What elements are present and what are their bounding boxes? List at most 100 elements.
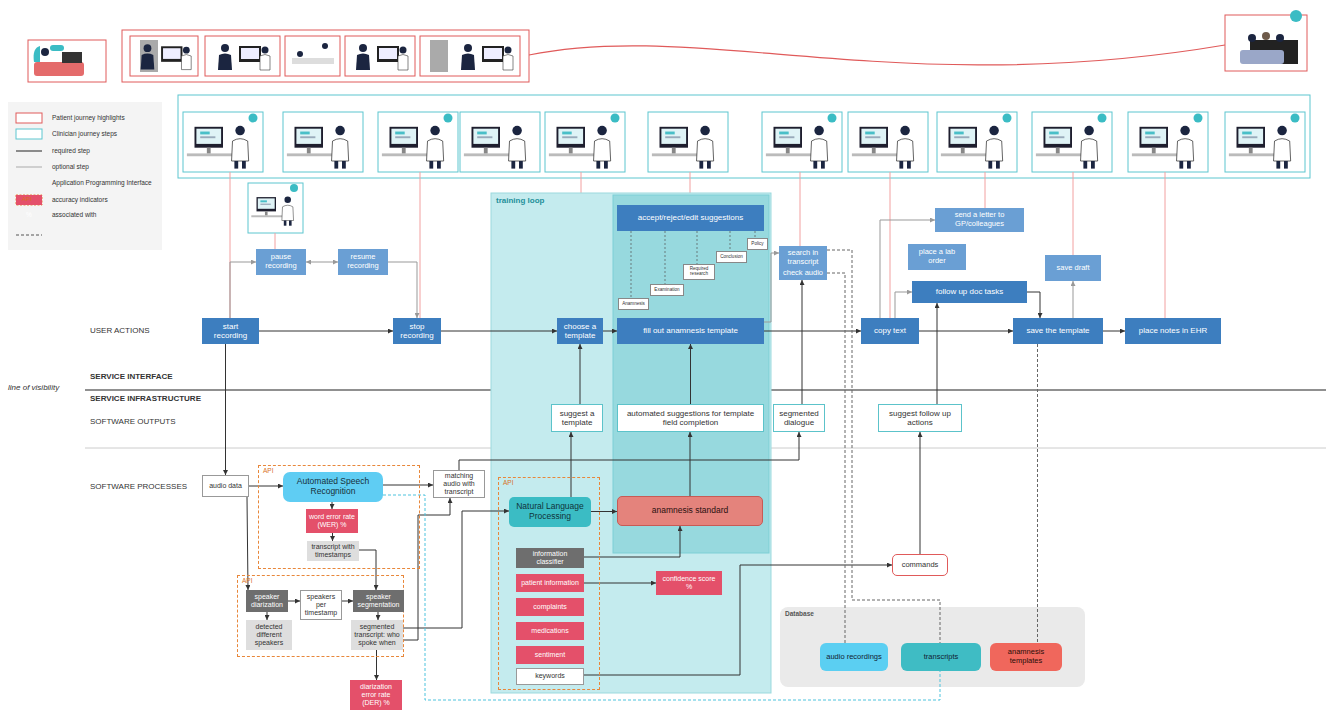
- journey-leaders: [800, 172, 801, 246]
- api-group: APIspeaker diarizationspeakers per times…: [237, 575, 404, 657]
- connector: [1027, 292, 1040, 318]
- user-action: choose a template: [557, 318, 603, 344]
- patient-journey: [62, 52, 82, 63]
- patient-journey: [122, 30, 529, 82]
- connector: [920, 432, 921, 554]
- connector: [690, 344, 691, 404]
- standard-box: anamnesis standard: [617, 496, 763, 526]
- user-action: copy text: [861, 318, 919, 344]
- legend-text: accuracy indicators: [52, 196, 108, 203]
- node-text: Natural Language Processing: [512, 502, 588, 522]
- node-text: pause recording: [259, 253, 303, 270]
- optional-action: save draft: [1045, 255, 1101, 281]
- panels: [491, 193, 771, 693]
- node-text: audio data: [209, 482, 242, 490]
- clinician-frames: [183, 112, 263, 172]
- clinician-frames: [545, 112, 625, 172]
- node-text: follow up doc tasks: [936, 287, 1004, 296]
- label-text: USER ACTIONS: [90, 326, 150, 335]
- software-output: automated suggestions for template field…: [617, 404, 764, 432]
- clinician-frames: [549, 126, 611, 169]
- node-text: keywords: [535, 672, 565, 680]
- clinician-frames: [762, 112, 842, 172]
- legend-entry: Clinician journey steps: [8, 129, 158, 140]
- user-action: start recording: [202, 318, 259, 344]
- template-leaders: [755, 231, 756, 238]
- clinician-frames: [1036, 126, 1098, 169]
- legend-samples: [16, 113, 42, 123]
- node-text: diarization error rate (DER) %: [353, 683, 399, 707]
- node-text: accept/reject/edit suggestions: [638, 213, 743, 222]
- node-text: start recording: [205, 322, 256, 340]
- legend-text: required step: [52, 147, 90, 154]
- node-text: segmented dialogue: [777, 409, 821, 427]
- clinician-frames: [378, 112, 458, 172]
- user-action: save the template: [1013, 318, 1103, 344]
- clinician-frames: [287, 126, 349, 169]
- connector: [571, 432, 572, 497]
- node-text: save the template: [1026, 326, 1089, 335]
- legend-samples: [8, 102, 162, 250]
- legend-entry: required step: [8, 146, 158, 157]
- node-text: suggest follow up actions: [882, 409, 958, 427]
- label-text: API: [22, 196, 32, 202]
- clinician-frames: [611, 114, 620, 123]
- classifier-category: sentiment: [516, 646, 584, 664]
- node-text: Database: [785, 610, 814, 617]
- clinician-journey: [178, 95, 1310, 233]
- clinician-frames: [941, 126, 1003, 169]
- node-text: anamnesis standard: [652, 506, 729, 516]
- connector: [376, 650, 377, 680]
- node-text: confidence score %: [659, 575, 719, 591]
- clinician-journey: [290, 184, 298, 192]
- classifier-category: complaints: [516, 598, 584, 616]
- database-item: anamnesis templates: [990, 643, 1062, 671]
- patient-journey: [141, 44, 192, 69]
- connector: [383, 495, 940, 700]
- process-box: detected different speakers: [246, 620, 292, 650]
- process-box: commands: [892, 554, 948, 576]
- clinician-frames: [187, 126, 249, 169]
- user-action: follow up doc tasks: [912, 281, 1027, 303]
- legend-text: optional step: [52, 163, 89, 170]
- patient-journey: [1240, 50, 1284, 64]
- connector: [584, 583, 656, 584]
- connector: [388, 262, 417, 318]
- patient-journey: [130, 36, 198, 76]
- clinician-frames: [852, 126, 914, 169]
- node-text: automated suggestions for template field…: [621, 409, 760, 427]
- user-action: fill out anamnesis template: [617, 318, 764, 344]
- node-text: transcripts: [924, 653, 959, 662]
- database-group: Databaseaudio recordingstranscriptsanamn…: [780, 607, 1085, 687]
- patient-journey: [34, 46, 40, 62]
- legend-samples: [16, 129, 42, 139]
- node-text: API: [503, 479, 513, 486]
- patient-journey: [420, 36, 520, 76]
- node-text: segmented transcript: who spoke when: [354, 623, 400, 647]
- node-text: API: [242, 577, 252, 584]
- node-text: Automated Speech Recognition: [286, 477, 380, 497]
- legend-samples: [8, 102, 162, 250]
- label-text: line of visibility: [8, 383, 59, 392]
- patient-journey: [461, 44, 513, 70]
- connector: [690, 432, 691, 496]
- journey-leaders: [890, 172, 891, 318]
- node-text: copy text: [874, 326, 906, 335]
- connector: [403, 511, 509, 628]
- patient-journey: [292, 58, 334, 64]
- loop-band: training loopchoose a templateaccept/rej…: [491, 193, 771, 693]
- legend-entry: Application Programming Interface: [8, 178, 158, 189]
- template-leaders: [665, 231, 666, 284]
- patient-journey: [28, 10, 1307, 82]
- journey-leaders: [1165, 172, 1166, 318]
- template-leaders: [631, 231, 755, 298]
- node-text: API: [263, 467, 273, 474]
- node-text: word error rate (WER) %: [309, 513, 355, 529]
- process-box: speaker diarization: [246, 590, 288, 612]
- node-text: Anamnesis: [622, 302, 645, 307]
- patient-journey: [285, 36, 340, 76]
- clinician-frames: [766, 126, 828, 169]
- patient-journey: [41, 48, 49, 56]
